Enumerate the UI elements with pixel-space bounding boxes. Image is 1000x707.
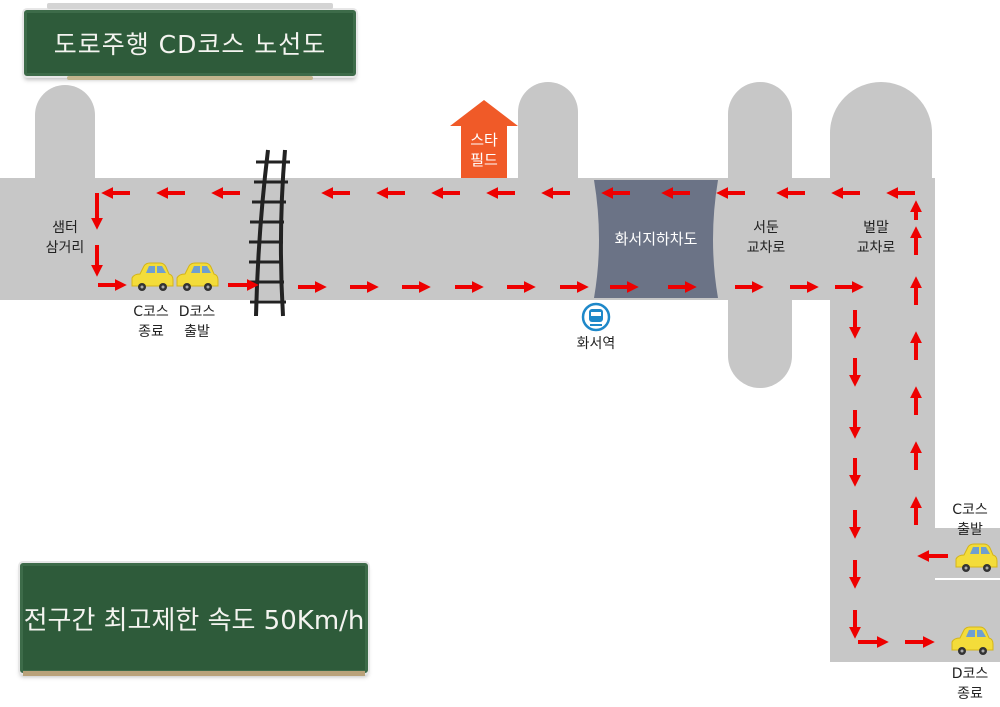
beolmal-junction-label: 벌말 교차로 [856,220,896,256]
title-board: 도로주행 CD코스 노선도 [24,3,356,80]
railway-track-icon [249,149,290,317]
road-stub-4 [830,82,932,192]
hwaseo-underpass-label: 화서지하차도 [614,230,698,248]
speed-limit-board: 전구간 최고제한 속도 50Km/h [20,563,368,676]
d-course-start-label: D코스 출발 [178,304,216,340]
subway-icon [581,302,611,332]
seodun-junction-label: 서둔 교차로 [746,220,786,256]
c-course-start-label: C코스 출발 [952,502,988,538]
samteo-junction-label: 샘터 삼거리 [45,220,85,256]
hwaseo-underpass-road [594,180,718,298]
car-icon [176,262,219,292]
hwaseo-station-label: 화서역 [576,336,616,352]
star-field-label: 스타 필드 [470,131,498,169]
road-stub-1 [35,85,95,185]
d-course-end-label: D코스 종료 [951,666,989,702]
map-title: 도로주행 CD코스 노선도 [53,30,327,59]
speed-limit-text: 전구간 최고제한 속도 50Km/h [23,605,365,636]
car-icon [955,543,998,573]
car-icon [951,626,994,656]
road-stub-3 [728,82,792,388]
car-icon [131,262,174,292]
c-course-end-label: C코스 종료 [133,304,169,340]
road-stub-2 [518,82,578,187]
building-icon [450,100,518,178]
